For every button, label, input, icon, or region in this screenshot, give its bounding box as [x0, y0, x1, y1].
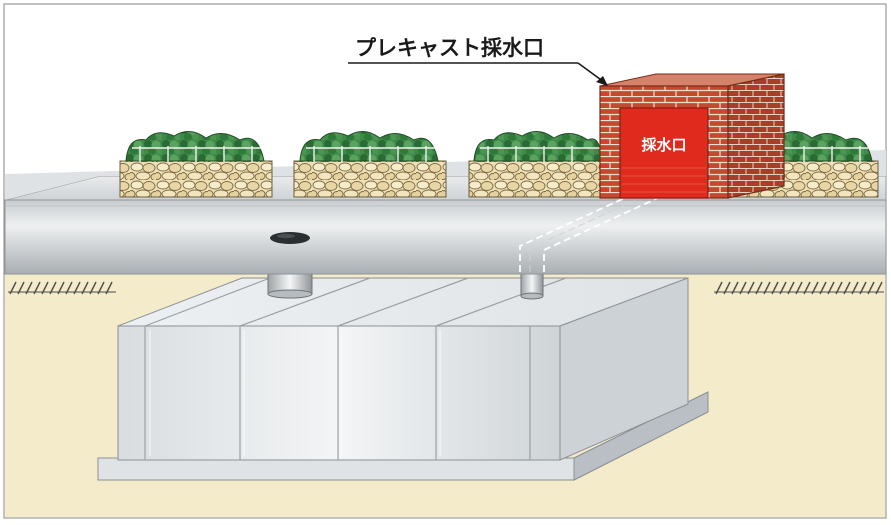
inlet-door: [619, 107, 709, 199]
precast-inlet-structure: 採水口: [599, 73, 785, 199]
storage-tank: [97, 277, 709, 481]
callout-label: プレキャスト採水口: [355, 36, 544, 60]
callout-arrowhead: [596, 76, 608, 86]
planter-1: [119, 131, 273, 198]
callout: プレキャスト採水口: [348, 36, 608, 86]
callout-leader: [577, 62, 605, 83]
tank-front-face: [117, 325, 561, 461]
inlet-door-label: 採水口: [641, 136, 686, 154]
planter-3: [468, 131, 604, 198]
manhole-cover: [270, 232, 310, 244]
intake-pipe-stub: [520, 269, 544, 300]
inlet-side-wall: [727, 73, 785, 199]
ground-hatch-left: [8, 281, 116, 295]
tank-side-face: [559, 277, 689, 461]
ground-hatch-right: [714, 281, 884, 295]
planter-2: [293, 131, 447, 198]
